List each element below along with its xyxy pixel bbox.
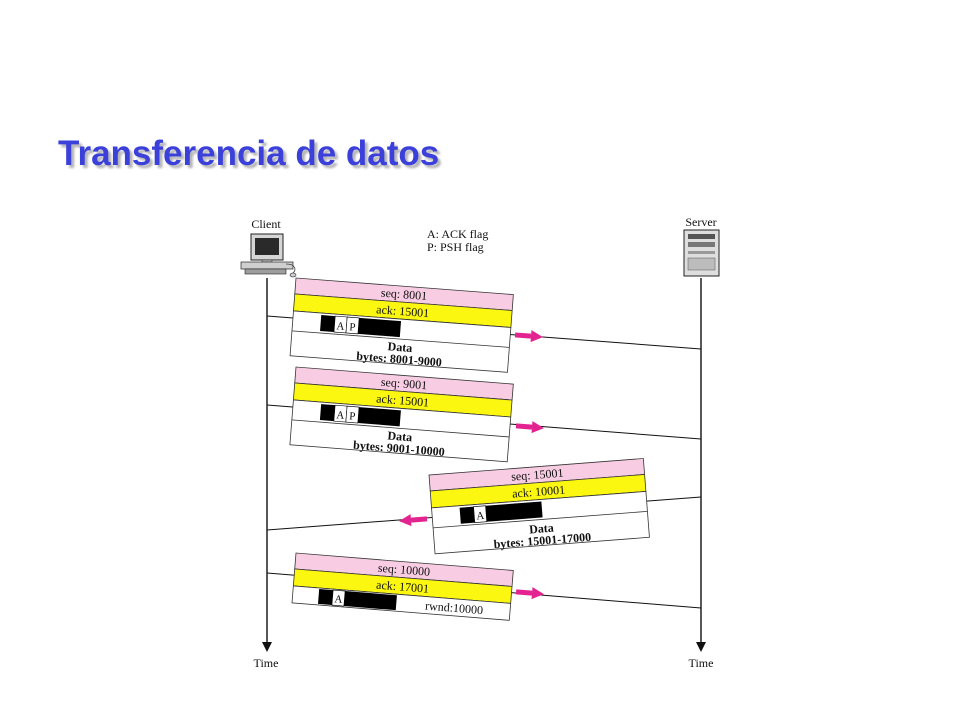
client-label: Client	[251, 217, 281, 231]
segment-3-data-title: Data	[529, 521, 555, 537]
segment-2-flag-a: A	[336, 409, 345, 422]
segment-4: seq: 10000 ack: 17001 A rwnd:10000	[291, 552, 514, 621]
arrow-left-icon	[399, 514, 428, 527]
segment-1-flag-a: A	[336, 320, 345, 333]
segment-1-data-bytes: bytes: 8001-9000	[356, 349, 442, 369]
arrow-right-icon	[515, 421, 544, 434]
arrow-right-icon	[515, 587, 544, 600]
arrow-right-icon	[514, 330, 543, 343]
segment-1-data-title: Data	[387, 339, 413, 355]
segment-4-seq: seq: 10000	[377, 561, 430, 579]
slide-title: Transferencia de datos	[58, 134, 440, 173]
segment-3-seq: seq: 15001	[511, 466, 564, 484]
segment-2-data-title: Data	[387, 428, 413, 444]
segment-2: seq: 9001 ack: 15001 A P Data bytes: 900…	[289, 366, 514, 463]
server-label: Server	[685, 215, 716, 229]
client-computer-icon	[240, 233, 297, 278]
segment-1-seq: seq: 8001	[380, 286, 427, 303]
segment-1-flag-p: P	[349, 321, 356, 333]
segment-4-window: rwnd:10000	[425, 599, 484, 618]
segment-1: seq: 8001 ack: 15001 A P Data bytes: 800…	[289, 277, 514, 373]
segment-3: seq: 15001 ack: 10001 A Data bytes: 1500…	[428, 458, 650, 555]
segment-2-seq: seq: 9001	[380, 375, 427, 393]
segment-2-flag-p: P	[349, 410, 356, 422]
legend-ack-flag: A: ACK flag	[427, 227, 488, 241]
server-time-label: Time	[689, 656, 714, 670]
segment-3-flag-a: A	[476, 510, 485, 523]
segment-4-flag-a: A	[334, 593, 343, 606]
server-icon	[683, 229, 720, 277]
legend-psh-flag: P: PSH flag	[427, 240, 484, 254]
segment-4-ack: ack: 17001	[376, 578, 430, 596]
segment-3-ack: ack: 10001	[512, 483, 566, 501]
segment-1-ack: ack: 15001	[376, 302, 430, 320]
client-time-label: Time	[254, 656, 279, 670]
segment-2-ack: ack: 15001	[376, 391, 430, 409]
